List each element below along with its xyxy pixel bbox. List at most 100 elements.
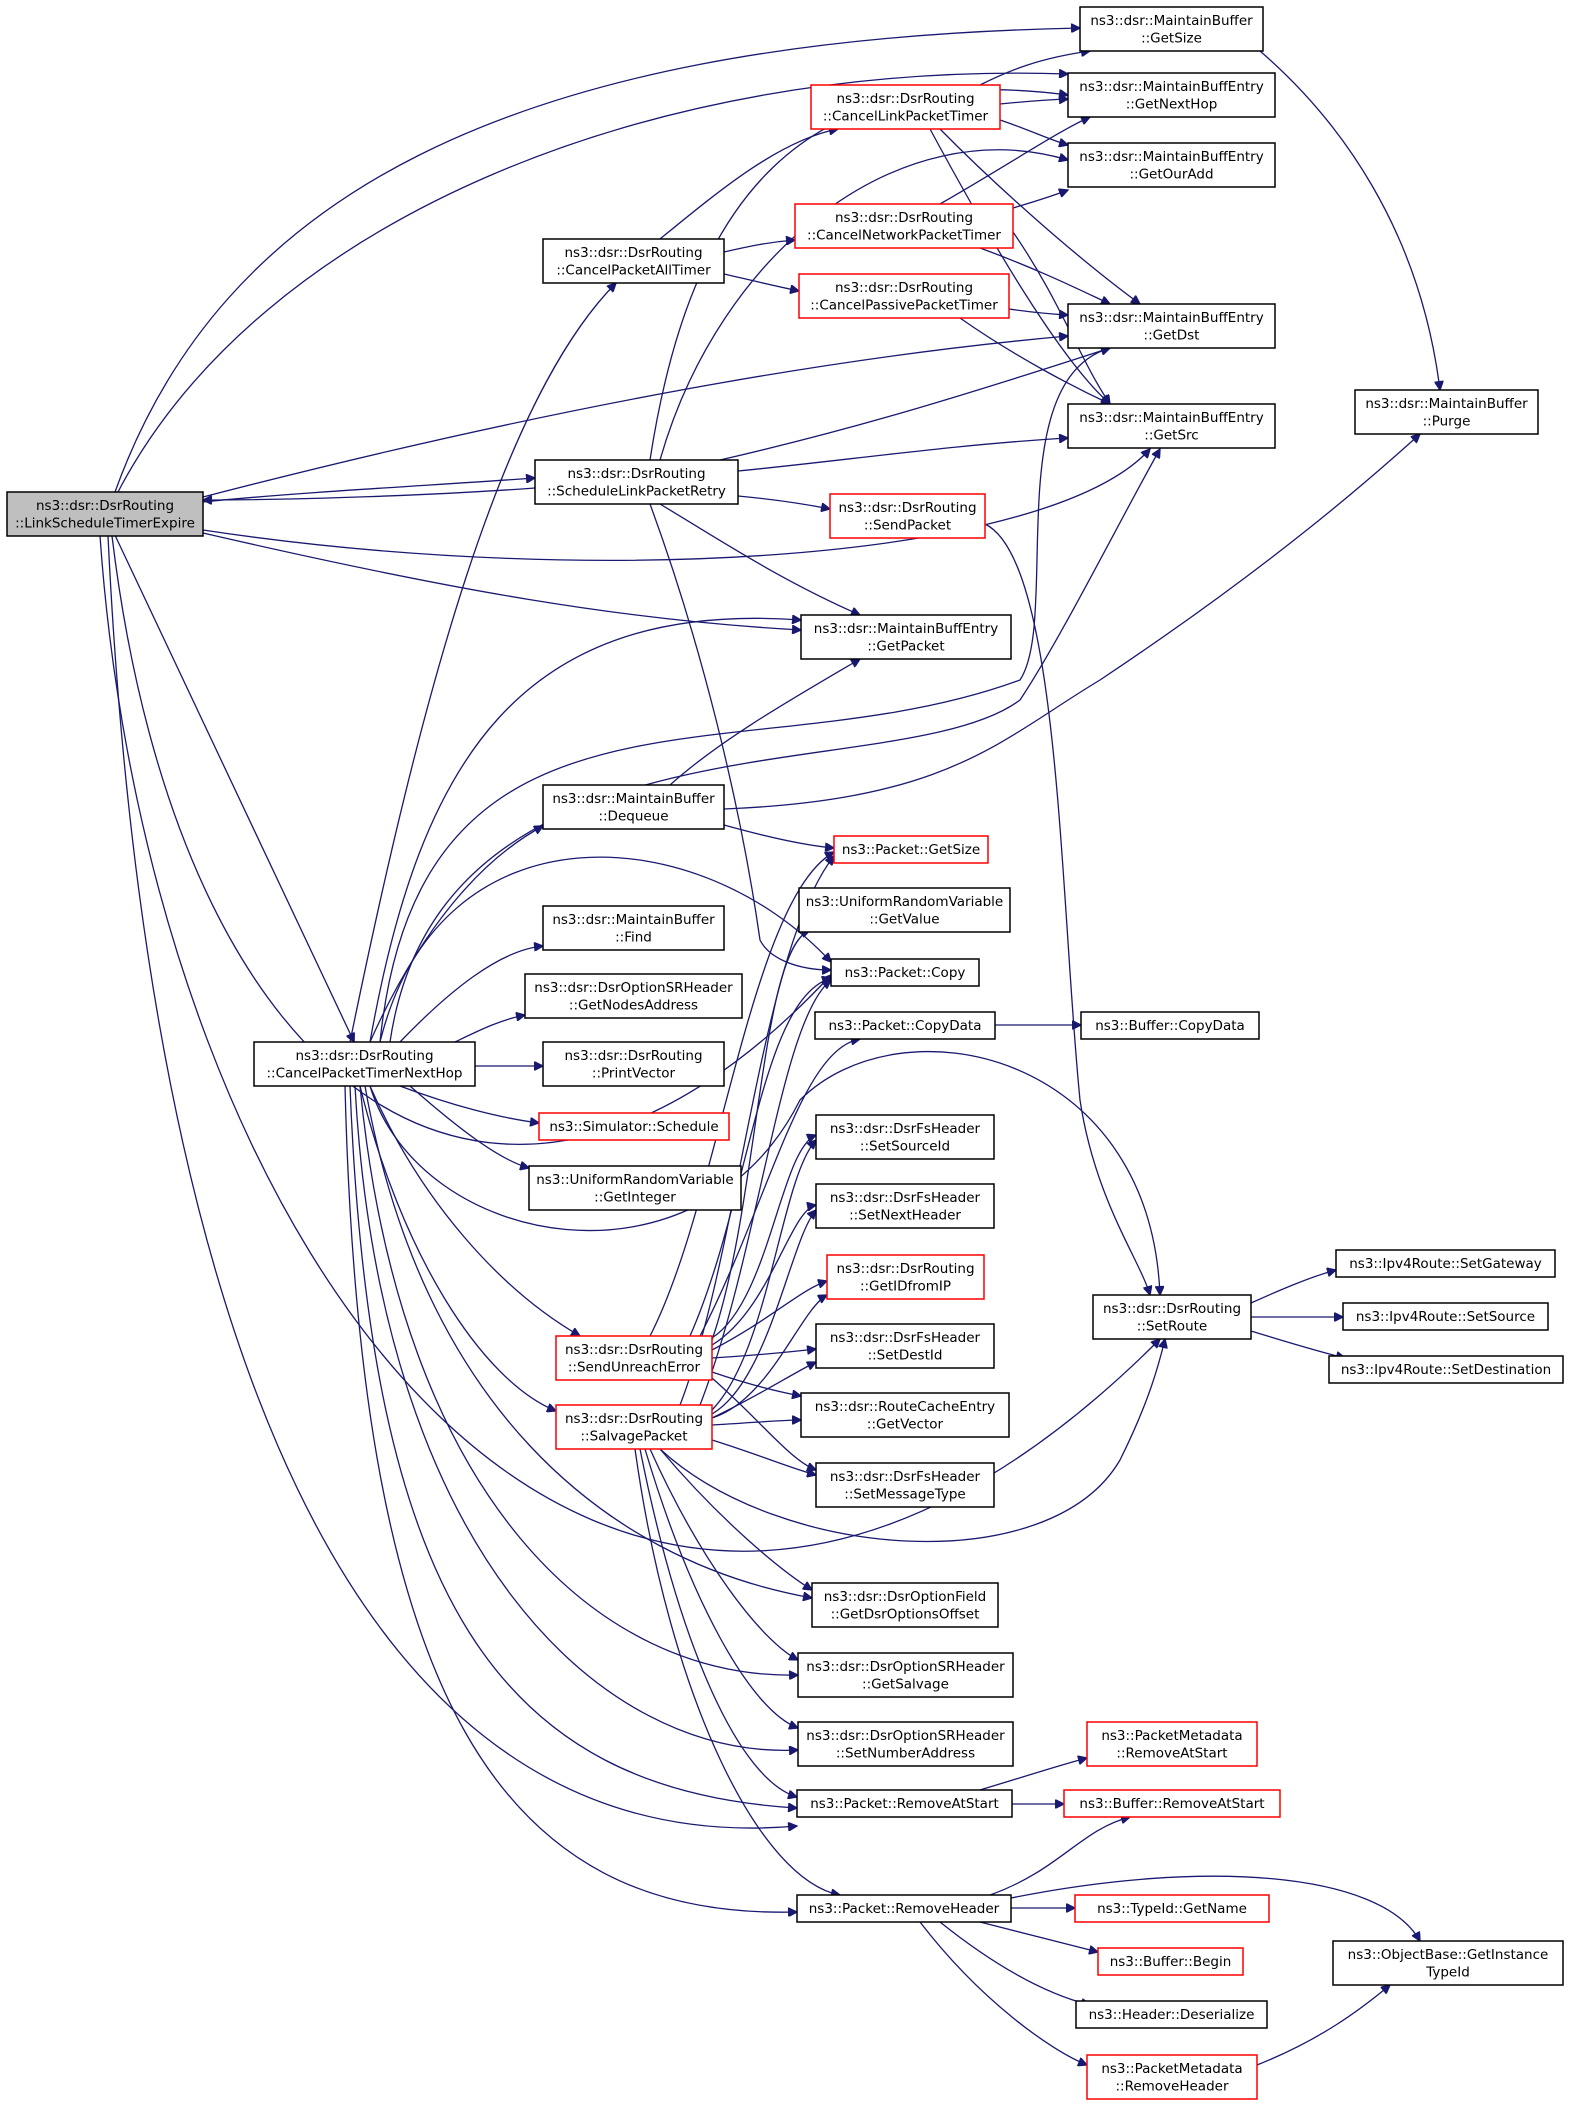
node-get-our-add[interactable]: ns3::dsr::MaintainBuffEntry::GetOurAdd bbox=[1067, 142, 1276, 188]
node-get-integer[interactable]: ns3::UniformRandomVariable::GetInteger bbox=[528, 1165, 742, 1211]
node-set-route[interactable]: ns3::dsr::DsrRouting::SetRoute bbox=[1092, 1294, 1252, 1340]
node-get-packet[interactable]: ns3::dsr::MaintainBuffEntry::GetPacket bbox=[800, 614, 1012, 660]
edge-salvagePacket-to-setDestId bbox=[711, 1362, 816, 1419]
node-label: ::GetDsrOptionsOffset bbox=[831, 1606, 980, 1622]
node-packet-remove-header[interactable]: ns3::Packet::RemoveHeader bbox=[796, 1894, 1012, 1923]
node-maintain-buffer-purge[interactable]: ns3::dsr::MaintainBuffer::Purge bbox=[1354, 389, 1539, 435]
edge-salvagePacket-to-packetRemoveAtStart bbox=[639, 1448, 797, 1797]
node-label: ns3::dsr::DsrRouting bbox=[835, 210, 973, 226]
node-simulator-schedule[interactable]: ns3::Simulator::Schedule bbox=[538, 1112, 730, 1141]
node-label: ::LinkScheduleTimerExpire bbox=[15, 515, 195, 531]
node-label: ns3::Ipv4Route::SetSource bbox=[1356, 1309, 1535, 1325]
node-get-salvage[interactable]: ns3::dsr::DsrOptionSRHeader::GetSalvage bbox=[797, 1652, 1014, 1698]
node-print-vector[interactable]: ns3::dsr::DsrRouting::PrintVector bbox=[542, 1041, 725, 1087]
node-label: ::GetValue bbox=[869, 911, 939, 927]
node-salvage-packet[interactable]: ns3::dsr::DsrRouting::SalvagePacket bbox=[555, 1404, 713, 1450]
node-box bbox=[6, 491, 204, 537]
node-get-next-hop[interactable]: ns3::dsr::MaintainBuffEntry::GetNextHop bbox=[1067, 72, 1276, 118]
node-label: ::ScheduleLinkPacketRetry bbox=[547, 483, 726, 499]
node-packet-copy-data[interactable]: ns3::Packet::CopyData bbox=[814, 1011, 996, 1040]
node-box bbox=[555, 1404, 713, 1450]
node-label: ::SetSourceId bbox=[860, 1138, 950, 1154]
node-label: ns3::Ipv4Route::SetGateway bbox=[1349, 1256, 1542, 1272]
node-label: TypeId bbox=[1425, 1964, 1470, 1980]
node-get-idfrom-ip[interactable]: ns3::dsr::DsrRouting::GetIDfromIP bbox=[826, 1254, 985, 1300]
edge-salvagePacket-to-getDsrOptionsOffset bbox=[659, 1448, 812, 1590]
node-send-unreach-error[interactable]: ns3::dsr::DsrRouting::SendUnreachError bbox=[555, 1335, 713, 1381]
node-buffer-begin[interactable]: ns3::Buffer::Begin bbox=[1097, 1947, 1244, 1976]
node-label: ::GetNodesAddress bbox=[569, 997, 698, 1013]
node-box bbox=[1354, 389, 1539, 435]
edge-scheduleLinkPacketRetry-to-getSrc bbox=[737, 438, 1068, 472]
node-set-number-address[interactable]: ns3::dsr::DsrOptionSRHeader::SetNumberAd… bbox=[797, 1721, 1014, 1767]
node-packet-copy[interactable]: ns3::Packet::Copy bbox=[830, 958, 980, 987]
node-set-source[interactable]: ns3::Ipv4Route::SetSource bbox=[1342, 1302, 1549, 1331]
node-label: ns3::dsr::MaintainBuffEntry bbox=[1079, 410, 1263, 426]
node-metadata-remove-header[interactable]: ns3::PacketMetadata::RemoveHeader bbox=[1086, 2054, 1258, 2100]
node-label: ns3::dsr::DsrRouting bbox=[1103, 1301, 1241, 1317]
node-get-vector[interactable]: ns3::dsr::RouteCacheEntry::GetVector bbox=[800, 1392, 1010, 1438]
node-label: ns3::PacketMetadata bbox=[1101, 2061, 1242, 2077]
node-packet-get-size[interactable]: ns3::Packet::GetSize bbox=[833, 835, 989, 864]
node-packet-remove-at-start[interactable]: ns3::Packet::RemoveAtStart bbox=[796, 1789, 1013, 1818]
node-buffer-copy-data[interactable]: ns3::Buffer::CopyData bbox=[1080, 1011, 1260, 1040]
node-box bbox=[1332, 1940, 1564, 1986]
edge-maintainBufferGetSize-to-maintainBufferPurge bbox=[1259, 50, 1440, 390]
edge-cancelPacketTimerNextHop-to-getSrc bbox=[389, 449, 1160, 1043]
node-box bbox=[1092, 1294, 1252, 1340]
node-cancel-link-packet-timer[interactable]: ns3::dsr::DsrRouting::CancelLinkPacketTi… bbox=[810, 84, 1001, 130]
node-get-dsr-options-offset[interactable]: ns3::dsr::DsrOptionField::GetDsrOptionsO… bbox=[811, 1582, 999, 1628]
node-buffer-remove-at-start[interactable]: ns3::Buffer::RemoveAtStart bbox=[1063, 1789, 1281, 1818]
node-box bbox=[800, 1392, 1010, 1438]
node-schedule-link-packet-retry[interactable]: ns3::dsr::DsrRouting::ScheduleLinkPacket… bbox=[534, 459, 739, 505]
node-label: ns3::dsr::DsrFsHeader bbox=[830, 1330, 981, 1346]
edge-sendUnreachError-to-getValue bbox=[711, 930, 810, 1341]
edge-cancelPacketTimerNextHop-to-getInteger bbox=[409, 1085, 529, 1168]
node-box bbox=[815, 1323, 995, 1369]
node-box bbox=[542, 784, 725, 830]
node-get-src[interactable]: ns3::dsr::MaintainBuffEntry::GetSrc bbox=[1067, 403, 1276, 449]
node-cancel-passive-packet-timer[interactable]: ns3::dsr::DsrRouting::CancelPassivePacke… bbox=[798, 273, 1010, 319]
node-label: ns3::dsr::MaintainBuffEntry bbox=[1079, 310, 1263, 326]
node-maintain-buffer-get-size[interactable]: ns3::dsr::MaintainBuffer::GetSize bbox=[1079, 6, 1264, 52]
node-maintain-buffer-dequeue[interactable]: ns3::dsr::MaintainBuffer::Dequeue bbox=[542, 784, 725, 830]
node-set-source-id[interactable]: ns3::dsr::DsrFsHeader::SetSourceId bbox=[815, 1114, 995, 1160]
node-box bbox=[815, 1462, 995, 1508]
node-label: ns3::Packet::RemoveAtStart bbox=[810, 1796, 999, 1812]
edge-cancelNetworkPacketTimer-to-getNextHop bbox=[939, 117, 1090, 205]
edge-sendPacket-to-setRoute bbox=[984, 523, 1150, 1295]
edge-cancelPacketTimerNextHop-to-sendUnreachError bbox=[369, 1085, 580, 1336]
node-send-packet[interactable]: ns3::dsr::DsrRouting::SendPacket bbox=[829, 493, 986, 539]
edge-scheduleLinkPacketRetry-to-getDst bbox=[719, 348, 1110, 461]
node-set-gateway[interactable]: ns3::Ipv4Route::SetGateway bbox=[1335, 1249, 1556, 1278]
node-get-nodes-address[interactable]: ns3::dsr::DsrOptionSRHeader::GetNodesAdd… bbox=[524, 973, 743, 1019]
node-box bbox=[829, 493, 986, 539]
node-get-dst[interactable]: ns3::dsr::MaintainBuffEntry::GetDst bbox=[1067, 303, 1276, 349]
edge-cancelPassivePacketTimer-to-getDst bbox=[1008, 308, 1068, 315]
node-label: ::GetOurAdd bbox=[1129, 166, 1213, 182]
edge-sendUnreachError-to-setSourceId bbox=[711, 1135, 816, 1339]
node-set-destination[interactable]: ns3::Ipv4Route::SetDestination bbox=[1328, 1355, 1564, 1384]
node-label: ns3::dsr::DsrRouting bbox=[565, 1342, 703, 1358]
node-box bbox=[811, 1582, 999, 1628]
edge-scheduleLinkPacketRetry-to-getPacket bbox=[659, 503, 860, 615]
node-metadata-remove-at-start[interactable]: ns3::PacketMetadata::RemoveAtStart bbox=[1086, 1721, 1258, 1767]
node-type-id-get-name[interactable]: ns3::TypeId::GetName bbox=[1074, 1894, 1270, 1923]
edge-salvagePacket-to-packetRemoveHeader bbox=[634, 1448, 840, 1895]
edge-maintainBufferDequeue-to-maintainBufferPurge bbox=[723, 434, 1420, 810]
node-set-message-type[interactable]: ns3::dsr::DsrFsHeader::SetMessageType bbox=[815, 1462, 995, 1508]
node-cancel-packet-all-timer[interactable]: ns3::dsr::DsrRouting::CancelPacketAllTim… bbox=[542, 238, 725, 284]
node-label: ::SetRoute bbox=[1137, 1318, 1207, 1334]
node-set-next-header[interactable]: ns3::dsr::DsrFsHeader::SetNextHeader bbox=[815, 1183, 995, 1229]
node-cancel-packet-timer-next-hop[interactable]: ns3::dsr::DsrRouting::CancelPacketTimerN… bbox=[253, 1041, 476, 1087]
node-header-deserialize[interactable]: ns3::Header::Deserialize bbox=[1075, 2000, 1268, 2029]
node-label: ::GetNextHop bbox=[1126, 96, 1218, 112]
edge-cancelPacketTimerNextHop-to-getPacket bbox=[369, 618, 801, 1043]
edge-packetRemoveHeader-to-bufferBegin bbox=[979, 1921, 1098, 1952]
node-maintain-buffer-find[interactable]: ns3::dsr::MaintainBuffer::Find bbox=[542, 905, 725, 951]
node-cancel-network-packet-timer[interactable]: ns3::dsr::DsrRouting::CancelNetworkPacke… bbox=[794, 203, 1014, 249]
edge-cancelLinkPacketTimer-to-getSrc bbox=[929, 128, 1110, 404]
node-get-value[interactable]: ns3::UniformRandomVariable::GetValue bbox=[798, 887, 1011, 933]
node-set-dest-id[interactable]: ns3::dsr::DsrFsHeader::SetDestId bbox=[815, 1323, 995, 1369]
